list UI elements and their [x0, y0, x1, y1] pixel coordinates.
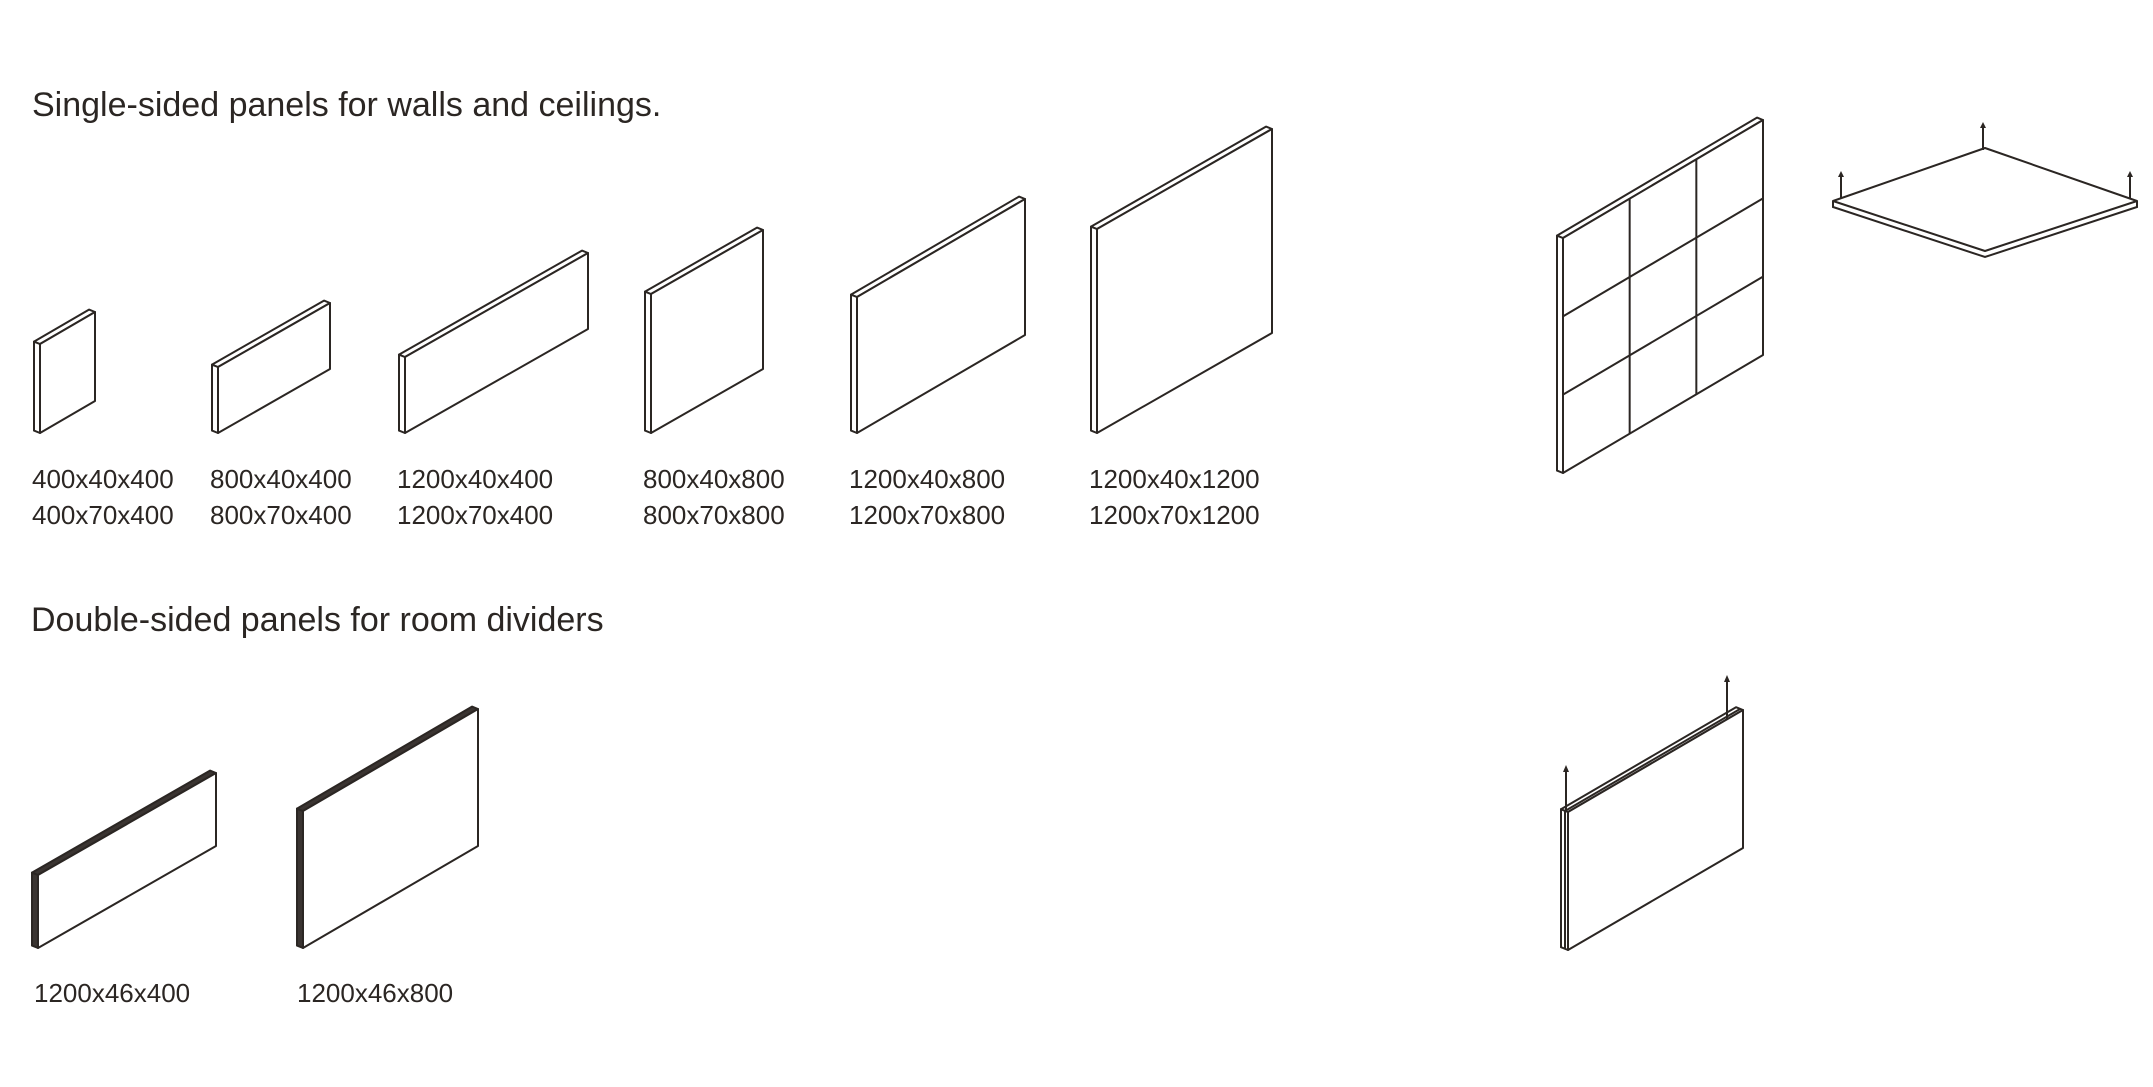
- panel-800x400: [211, 299, 331, 434]
- wire-hook: [1980, 122, 1986, 128]
- wall-grid-illustration: [1556, 116, 1764, 474]
- panel-label: 1200x70x400: [397, 500, 553, 530]
- panel-face: [650, 229, 764, 434]
- wire-hook: [2127, 171, 2133, 177]
- panel-label: 1200x46x400: [34, 978, 190, 1008]
- grid-line-horizontal: [1562, 197, 1764, 318]
- panel-face: [1096, 128, 1273, 434]
- panel-1200x400: [398, 249, 589, 434]
- panel-label: 1200x70x800: [849, 500, 1005, 530]
- panel-face: [37, 772, 217, 949]
- panel-label: 800x40x400: [210, 464, 352, 494]
- panel-label: 800x70x400: [210, 500, 352, 530]
- panel-label: 1200x40x800: [849, 464, 1005, 494]
- ceiling-panel-edge: [1832, 201, 2138, 259]
- double-sided-labels: 1200x46x400 1200x46x800: [34, 978, 453, 1008]
- panel-1200x800: [850, 195, 1026, 434]
- panel-label: 1200x46x800: [297, 978, 453, 1008]
- panel-label: 1200x40x400: [397, 464, 553, 494]
- single-sided-panel-group: [33, 125, 1273, 434]
- panel-1200x1200: [1090, 125, 1273, 434]
- double-sided-heading: Double-sided panels for room dividers: [31, 601, 604, 639]
- panel-label: 400x70x400: [32, 500, 174, 530]
- ceiling-panel-illustration: [1832, 122, 2138, 259]
- panel-label: 800x40x800: [643, 464, 785, 494]
- panel-double-1200x400: [31, 769, 217, 949]
- wire-hook: [1724, 675, 1730, 682]
- panel-400x400: [33, 308, 96, 434]
- divider-layer-line: [1564, 708, 1741, 812]
- panel-face: [302, 708, 479, 949]
- single-sided-labels: 400x40x400 400x70x400 800x40x400 800x70x…: [32, 464, 1260, 530]
- panel-800x800: [644, 226, 764, 434]
- panel-face: [1567, 709, 1744, 951]
- panel-face: [404, 252, 589, 434]
- panel-double-1200x800: [296, 705, 479, 949]
- panel-face: [856, 198, 1026, 434]
- hanging-divider-illustration: [1560, 675, 1744, 951]
- grid-line-horizontal: [1562, 275, 1764, 396]
- ceiling-panel-face: [1832, 147, 2138, 252]
- wire-hook: [1563, 765, 1569, 772]
- single-sided-heading: Single-sided panels for walls and ceilin…: [32, 86, 661, 124]
- wire-hook: [1838, 171, 1844, 177]
- panel-label: 400x40x400: [32, 464, 174, 494]
- double-sided-panel-group: [31, 705, 479, 949]
- panel-face: [39, 311, 96, 434]
- panel-face: [217, 302, 331, 434]
- panel-label: 1200x40x1200: [1089, 464, 1260, 494]
- panel-label: 1200x70x1200: [1089, 500, 1260, 530]
- panel-label: 800x70x800: [643, 500, 785, 530]
